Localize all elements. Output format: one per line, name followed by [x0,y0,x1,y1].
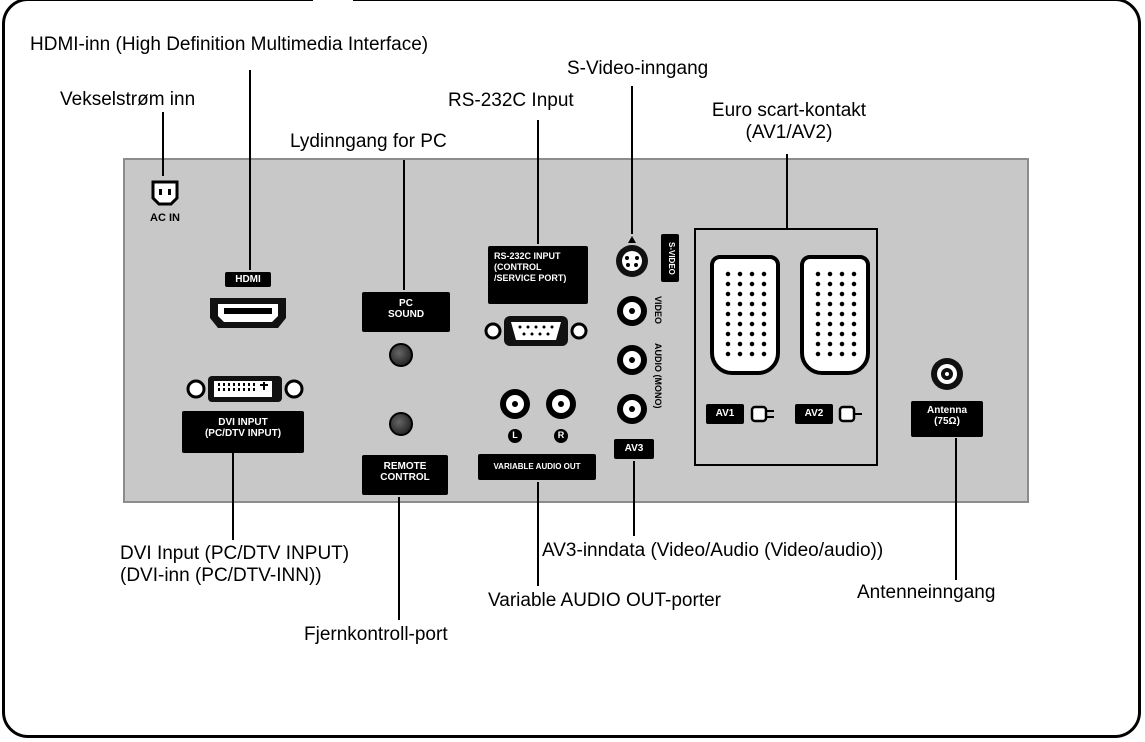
s-video-callout: S-Video-inngang [567,58,709,79]
remote-control-label: REMOTE CONTROL [362,455,448,495]
frame-notch [313,0,353,8]
dvi-label-line1: DVI INPUT [218,417,268,428]
av3-audio-left-jack [617,345,647,375]
audio-out-left-jack [500,389,530,419]
dvi-callout-line2: (DVI-inn (PC/DTV-INN)) [120,565,322,586]
audio-l-badge: L [508,429,522,443]
dvi-port-icon [186,376,304,402]
variable-audio-callout: Variable AUDIO OUT-porter [488,590,722,611]
av1-scart-io-icon [750,405,774,423]
s-video-label: S-VIDEO [661,234,679,282]
av3-label: AV3 [614,439,654,459]
av3-audio-right-jack [617,394,647,424]
audio-mono-label: AUDIO (MONO) [653,343,663,409]
euro-scart-callout-line1: Euro scart-kontakt [711,100,867,121]
rs232c-port-icon [484,316,588,346]
dvi-label-line2: (PC/DTV INPUT) [204,428,282,439]
antenna-label-line1: Antenna [927,405,967,416]
pc-sound-jack [389,343,413,367]
antenna-callout: Antenneinngang [857,582,996,603]
av1-label: AV1 [706,404,744,424]
dvi-callout: DVI Input (PC/DTV INPUT) (DVI-inn (PC/DT… [120,543,349,587]
rs232-label-line2: (CONTROL [494,262,542,272]
pc-sound-callout: Lydinngang for PC [290,131,447,152]
audio-r-badge: R [554,429,568,443]
remote-label-line1: REMOTE [383,461,427,472]
rs232-label-line3: /SERVICE PORT) [494,273,567,283]
pc-sound-label-line1: PC [399,298,413,309]
antenna-label-line2: (75Ω) [934,416,960,427]
s-video-port-icon [616,236,648,277]
rs232c-label: RS-232C INPUT (CONTROL /SERVICE PORT) [488,246,588,304]
scart-av1-connector [710,255,780,375]
av3-video-jack [617,296,647,326]
av2-scart-io-icon [838,405,862,423]
hdmi-label: HDMI [225,272,271,287]
scart-av2-connector [800,255,870,375]
hdmi-callout: HDMI-inn (High Definition Multimedia Int… [30,34,429,55]
euro-scart-callout-line2: (AV1/AV2) [745,122,833,143]
antenna-connector-icon [931,358,963,390]
ac-in-label: AC IN [150,212,180,224]
dvi-callout-line1: DVI Input (PC/DTV INPUT) [120,543,350,564]
video-label: VIDEO [653,296,663,325]
ac-power-socket-icon [151,180,179,206]
remote-label-line2: CONTROL [380,472,430,483]
euro-scart-callout: Euro scart-kontakt (AV1/AV2) [704,100,874,144]
rs232c-callout: RS-232C Input [448,90,574,111]
ac-in-callout: Vekselstrøm inn [60,89,196,110]
remote-callout: Fjernkontroll-port [304,624,448,645]
antenna-label: Antenna (75Ω) [911,401,983,437]
audio-out-right-jack [546,389,576,419]
av3-callout: AV3-inndata (Video/Audio (Video/audio)) [542,540,884,561]
dvi-input-label: DVI INPUT (PC/DTV INPUT) [182,411,304,453]
rs232-label-line1: RS-232C INPUT [494,251,561,261]
hdmi-port-icon [210,298,286,328]
pc-sound-label-line2: SOUND [387,309,425,320]
variable-audio-out-label: VARIABLE AUDIO OUT [478,454,596,480]
pc-sound-label: PC SOUND [362,292,450,332]
remote-control-jack [389,412,413,436]
av2-label: AV2 [795,404,833,424]
